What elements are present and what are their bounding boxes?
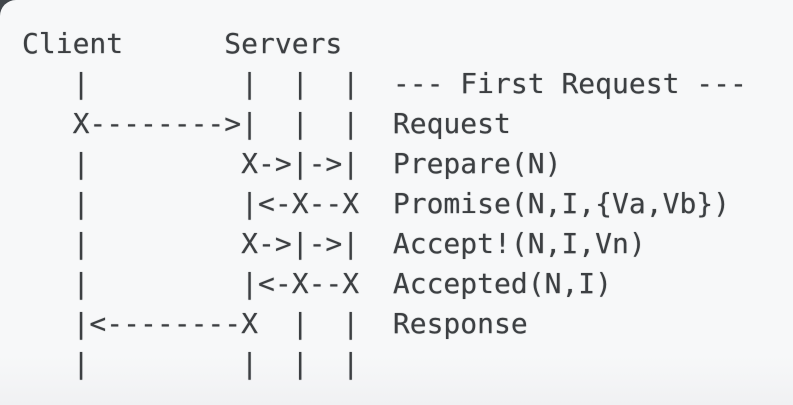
ascii-sequence-diagram: Client Servers | | | | --- First Request… xyxy=(22,27,747,380)
